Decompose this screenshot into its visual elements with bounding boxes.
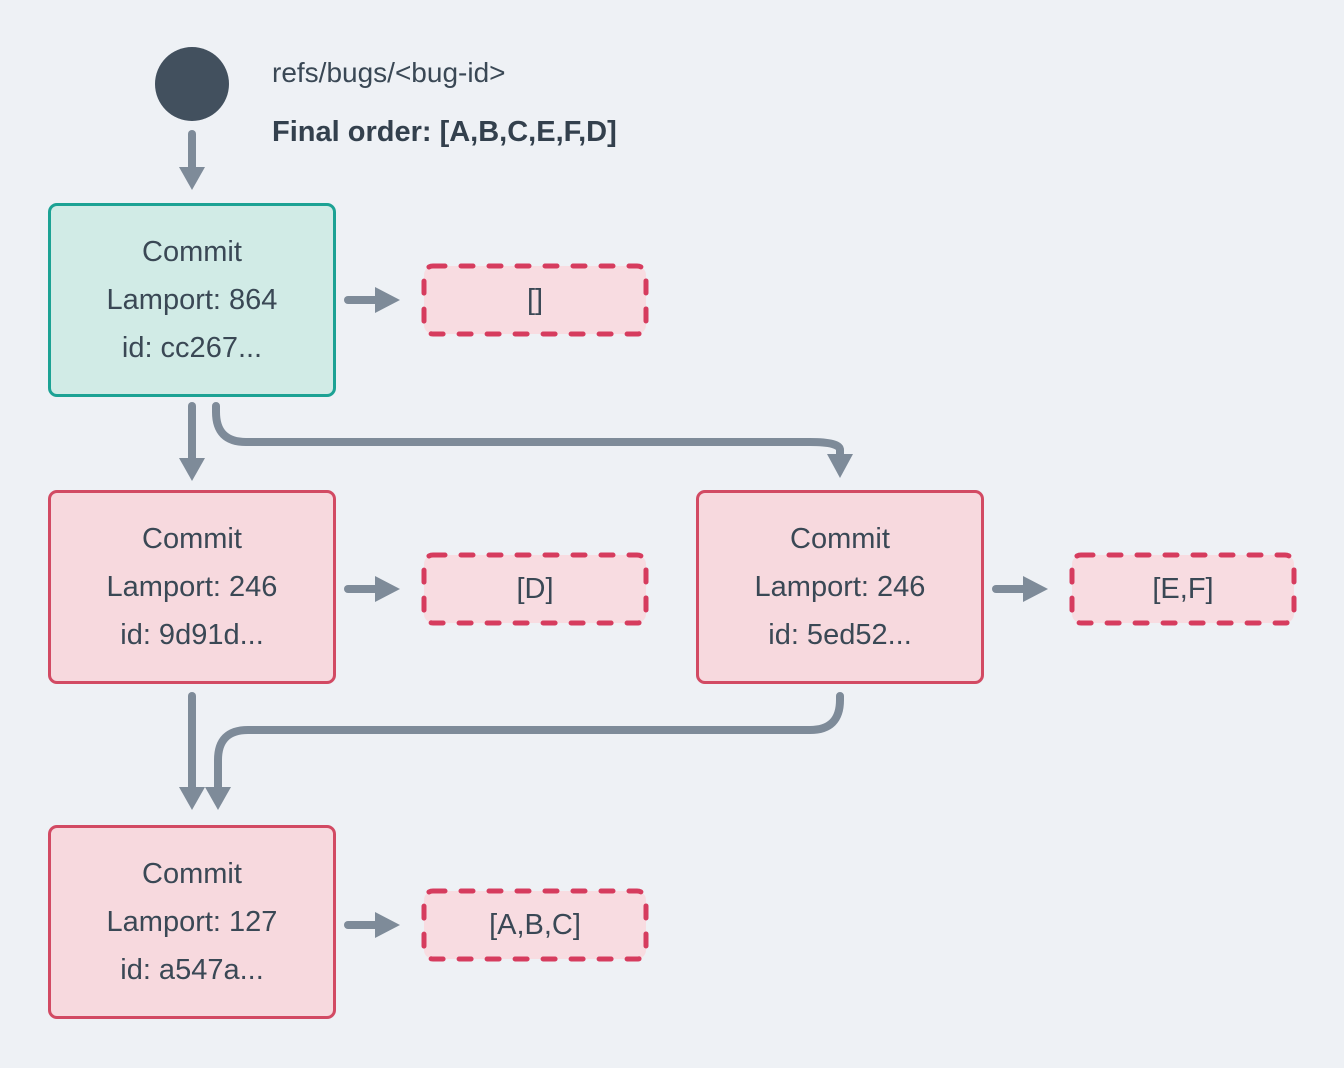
commit-node-left: Commit Lamport: 246 id: 9d91d... <box>48 490 336 684</box>
edge-right-to-merge <box>205 692 844 810</box>
commit-title: Commit <box>142 858 242 890</box>
edge-root-to-left <box>179 402 205 481</box>
commit-lamport: Lamport: 864 <box>106 284 278 316</box>
ops-box-right: [E,F] <box>1152 572 1214 605</box>
commit-title: Commit <box>142 236 242 268</box>
arrowhead-right-icon <box>375 912 400 938</box>
commit-lamport: Lamport: 246 <box>754 571 926 603</box>
ops-box-left: [D] <box>516 572 554 605</box>
ops-box-right-outline <box>1069 552 1297 626</box>
edge-merge-to-ops <box>344 912 400 938</box>
commit-title: Commit <box>790 523 890 555</box>
commit-node-right: Commit Lamport: 246 id: 5ed52... <box>696 490 984 684</box>
arrowhead-right-icon <box>375 576 400 602</box>
commit-node-root: Commit Lamport: 864 id: cc267... <box>48 203 336 397</box>
arrowhead-down-icon <box>179 167 205 190</box>
edge-ref-to-root <box>179 130 205 190</box>
edge-right-to-ops <box>992 576 1048 602</box>
commit-lamport: Lamport: 246 <box>106 571 278 603</box>
final-order-label: Final order: [A,B,C,E,F,D] <box>272 116 617 148</box>
edge-left-to-ops <box>344 576 400 602</box>
ops-box-merge: [A,B,C] <box>489 908 581 941</box>
edge-left-to-merge <box>179 692 205 810</box>
commit-id: id: cc267... <box>121 332 263 364</box>
arrowhead-right-icon <box>1023 576 1048 602</box>
commit-id: id: 5ed52... <box>768 619 912 651</box>
commit-title: Commit <box>142 523 242 555</box>
ref-head-node <box>155 47 229 121</box>
commit-id: id: 9d91d... <box>120 619 264 651</box>
edge-root-to-right <box>212 402 853 478</box>
ops-box-left-outline <box>421 552 649 626</box>
ops-box-root-outline <box>421 263 649 337</box>
arrowhead-right-icon <box>375 287 400 313</box>
arrowhead-down-icon <box>179 458 205 481</box>
commit-id: id: a547a... <box>120 954 264 986</box>
commit-node-merge: Commit Lamport: 127 id: a547a... <box>48 825 336 1019</box>
ref-name-label: refs/bugs/<bug-id> <box>272 57 506 88</box>
ops-box-merge-outline <box>421 888 649 962</box>
edge-root-to-ops <box>344 287 400 313</box>
arrowhead-down-icon <box>827 454 853 478</box>
arrowhead-down-icon <box>179 787 205 810</box>
ops-box-root: [] <box>526 283 544 316</box>
commit-lamport: Lamport: 127 <box>106 906 278 938</box>
arrowhead-down-icon <box>205 787 231 810</box>
